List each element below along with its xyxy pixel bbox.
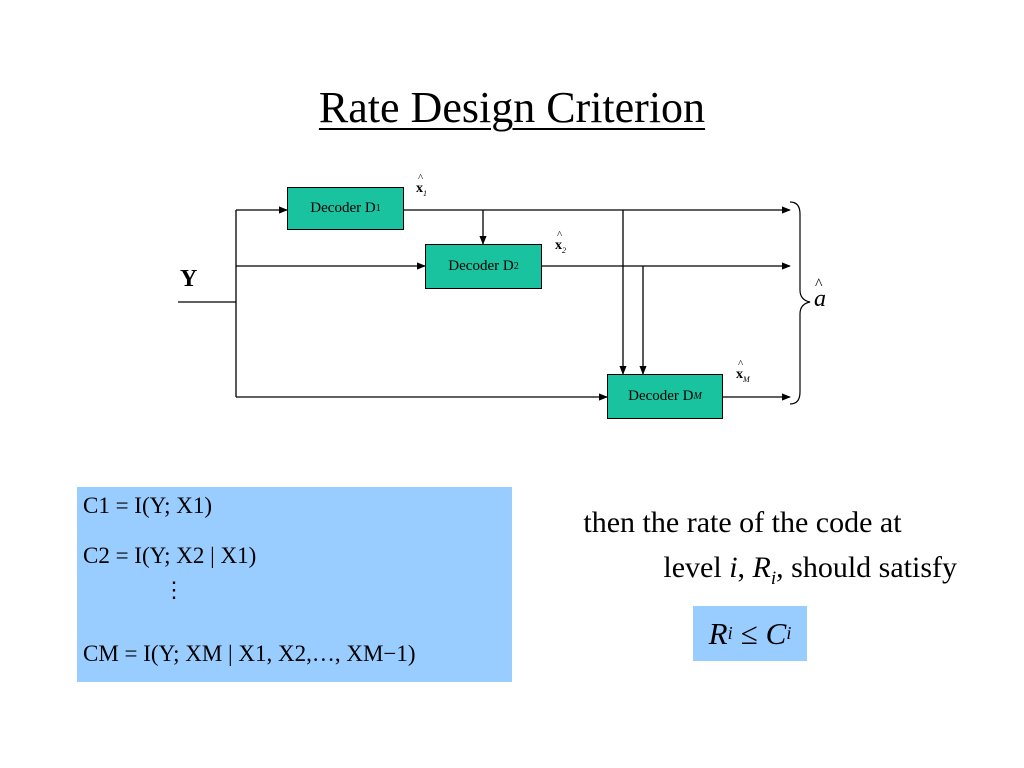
statement-line-2: level i, Ri, should satisfy [663, 551, 957, 589]
statement-rate-sub: i [770, 568, 777, 589]
statement-level-word: level [663, 551, 722, 584]
inequality-operator: ≤ [740, 615, 758, 651]
inequality-rhs-sub: i [786, 623, 792, 643]
input-label-y: Y [180, 266, 198, 292]
combined-output-label: a [814, 286, 826, 313]
output-brace [789, 201, 811, 405]
equation-c2: C2 = I(Y; X2 | X1) [83, 543, 257, 568]
combined-output-symbol: a [814, 286, 826, 312]
output-label-x1: x1 [416, 181, 427, 198]
decoder-dm-label: Decoder D [628, 388, 694, 404]
output-x2-symbol: x [555, 238, 562, 253]
output-x1-symbol: x [416, 181, 423, 196]
decoder-dm-sub: M [693, 391, 702, 402]
inequality-rhs: C [765, 615, 787, 651]
decoder-d1-label: Decoder D [310, 200, 376, 216]
statement-tail: should satisfy [791, 551, 957, 584]
inequality-lhs-sub: i [727, 623, 733, 643]
statement-line-1: then the rate of the code at [583, 506, 902, 539]
output-xm-symbol: x [736, 367, 743, 382]
output-label-x2: x2 [555, 238, 566, 255]
equation-c1: C1 = I(Y; X1) [83, 493, 213, 518]
vertical-ellipsis: ⋮ [163, 577, 185, 602]
decoder-d2-label: Decoder D [448, 258, 514, 274]
statement-rate-symbol: R [752, 551, 771, 584]
output-xm-sub: M [743, 374, 750, 384]
output-x2-sub: 2 [562, 245, 566, 255]
decoder-d1-sub: 1 [375, 203, 381, 214]
output-x1-sub: 1 [423, 188, 427, 198]
slide-title: Rate Design Criterion [318, 83, 706, 132]
capacity-equations-box: C1 = I(Y; X1) C2 = I(Y; X2 | X1) ⋮ CM = … [77, 487, 512, 682]
inequality-lhs: R [708, 615, 728, 651]
output-label-xm: xM [736, 367, 750, 384]
equation-cm: CM = I(Y; XM | X1, X2,…, XM−1) [83, 641, 416, 666]
statement-index: i [729, 551, 738, 584]
rate-statement: then the rate of the code at level i, Ri… [520, 500, 965, 601]
decoder-d2-sub: 2 [513, 261, 519, 272]
